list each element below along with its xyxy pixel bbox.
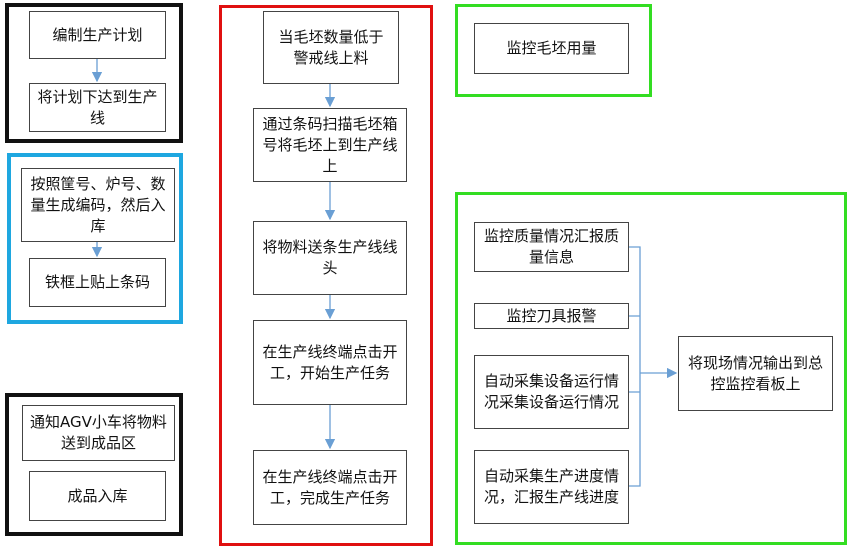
coding-group: [7, 153, 183, 324]
monitoring-output: 将现场情况输出到总控监控看板上: [678, 336, 833, 411]
plan-group: [5, 3, 183, 143]
monitoring-input-3: 自动采集设备运行情况采集设备运行情况: [474, 355, 629, 429]
blank-monitor-group: [455, 4, 652, 97]
monitoring-input-1: 监控质量情况汇报质量信息: [474, 222, 629, 272]
merge-connector: [629, 246, 641, 487]
plan-step-1: 编制生产计划: [29, 11, 166, 59]
plan-step-2: 将计划下达到生产线: [29, 83, 166, 132]
blank-monitor-step: 监控毛坯用量: [474, 23, 629, 74]
coding-step-2: 铁框上贴上条码: [29, 258, 166, 307]
monitoring-group: [455, 192, 847, 545]
finished-step-1: 通知AGV小车将物料送到成品区: [22, 405, 175, 461]
production-step-1: 当毛坯数量低于警戒线上料: [263, 11, 399, 84]
production-step-4: 在生产线终端点击开工，开始生产任务: [253, 320, 407, 405]
production-step-5: 在生产线终端点击开工，完成生产任务: [253, 450, 407, 525]
finished-step-2: 成品入库: [29, 471, 166, 521]
production-group: [219, 5, 433, 546]
monitoring-input-2: 监控刀具报警: [474, 303, 629, 329]
coding-step-1: 按照筐号、炉号、数量生成编码，然后入库: [21, 168, 175, 242]
production-step-3: 将物料送条生产线线头: [253, 221, 407, 295]
monitoring-input-4: 自动采集生产进度情况，汇报生产线进度: [474, 450, 629, 524]
finished-group: [5, 393, 183, 536]
production-step-2: 通过条码扫描毛坯箱号将毛坯上到生产线上: [253, 108, 407, 182]
